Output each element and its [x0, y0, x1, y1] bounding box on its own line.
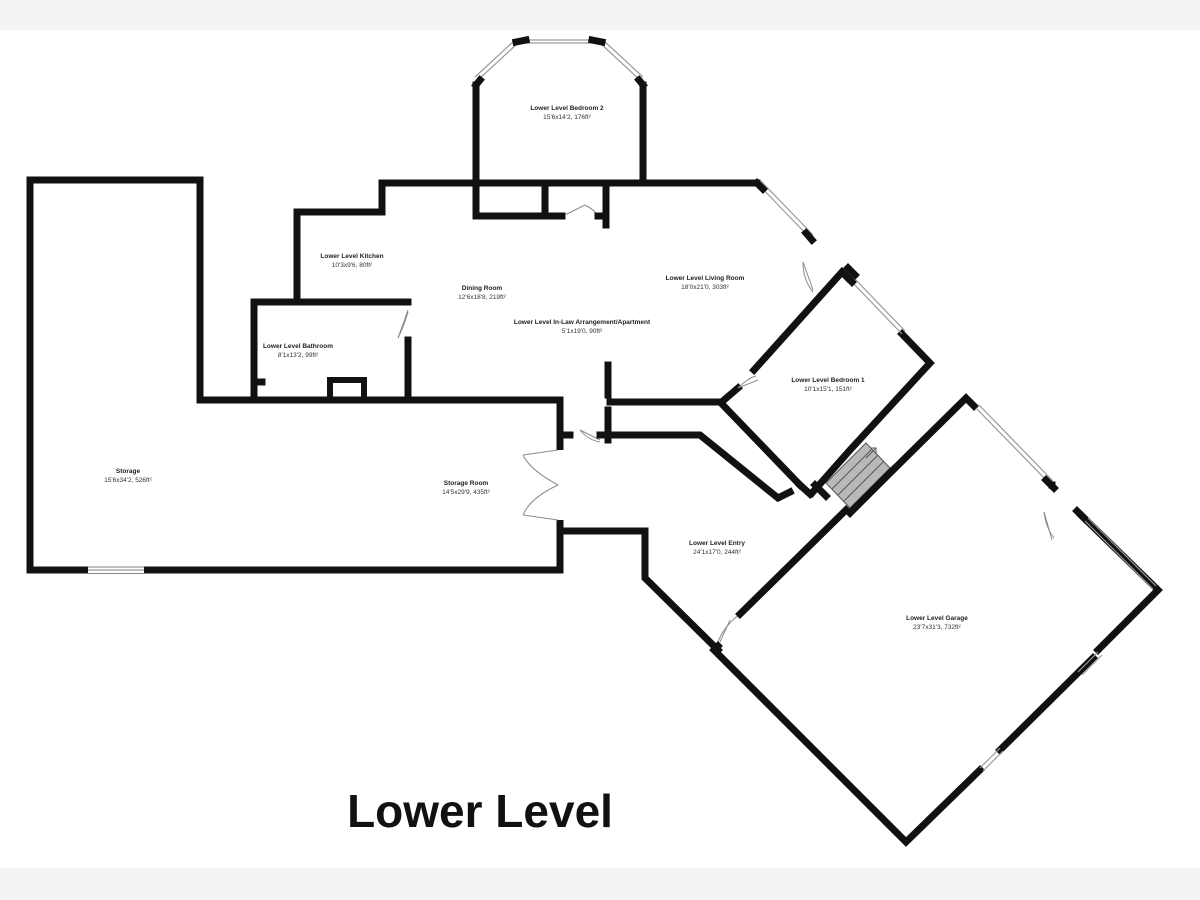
room-label-in-law: Lower Level In-Law Arrangement/Apartment… [514, 319, 651, 335]
room-label-bedroom-2: Lower Level Bedroom 2 15'6x14'2, 176ft² [530, 105, 604, 121]
storage-room-door [522, 449, 559, 456]
svg-text:Lower Level In-Law Arrangement: Lower Level In-Law Arrangement/Apartment [514, 319, 651, 326]
room-label-bathroom: Lower Level Bathroom 8'1x13'2, 99ft² [263, 343, 333, 359]
svg-text:8'1x13'2, 99ft²: 8'1x13'2, 99ft² [278, 352, 319, 359]
entry-door [719, 619, 731, 643]
svg-text:Storage Room: Storage Room [444, 480, 489, 487]
svg-text:Lower Level Living Room: Lower Level Living Room [666, 275, 745, 282]
wall-bedroom-2 [472, 81, 647, 187]
bedroom-2-door [564, 204, 586, 216]
garage-window-right [1087, 517, 1157, 587]
garage-window-bottom [979, 747, 1001, 769]
room-label-dining: Dining Room 12'6x18'8, 219ft² [458, 285, 506, 301]
garage-side-door [1043, 511, 1053, 541]
bedroom-2-window-left [477, 42, 519, 81]
room-label-living: Lower Level Living Room 18'0x21'0, 303ft… [666, 275, 745, 291]
living-room-window [756, 182, 811, 239]
svg-text:5'1x19'0, 90ft²: 5'1x19'0, 90ft² [562, 328, 603, 335]
wall-bedroom2-closet [472, 179, 549, 220]
bedroom-1-window [849, 279, 903, 335]
svg-text:Dining Room: Dining Room [462, 285, 503, 292]
svg-text:18'0x21'0, 303ft²: 18'0x21'0, 303ft² [681, 284, 729, 291]
wall-hallway-lower [596, 431, 795, 503]
svg-text:24'1x17'0, 244ft²: 24'1x17'0, 244ft² [693, 549, 741, 556]
svg-text:10'3x9'6, 80ft²: 10'3x9'6, 80ft² [332, 262, 373, 269]
room-label-kitchen: Lower Level Kitchen 10'3x9'6, 80ft² [320, 253, 383, 269]
staircase [825, 442, 891, 509]
floor-plan-drawing: Lower Level Bedroom 2 15'6x14'2, 176ft² … [26, 35, 1163, 847]
level-title: Lower Level [347, 785, 613, 837]
room-label-storage: Storage 15'6x34'2, 526ft² [104, 468, 152, 484]
room-label-entry: Lower Level Entry 24'1x17'0, 244ft² [689, 540, 745, 556]
wall-bathroom [250, 298, 412, 404]
svg-text:Lower Level Entry: Lower Level Entry [689, 540, 745, 547]
svg-text:14'5x29'9, 435ft²: 14'5x29'9, 435ft² [442, 489, 490, 496]
bathroom-fixture [327, 377, 367, 403]
svg-text:23'7x31'3, 732ft²: 23'7x31'3, 732ft² [913, 624, 961, 631]
svg-text:Lower Level Bedroom 1: Lower Level Bedroom 1 [791, 377, 865, 384]
svg-text:15'6x14'2, 176ft²: 15'6x14'2, 176ft² [543, 114, 591, 121]
svg-text:10'1x15'1, 151ft²: 10'1x15'1, 151ft² [804, 386, 852, 393]
svg-text:Lower Level Bathroom: Lower Level Bathroom [263, 343, 333, 350]
svg-text:15'6x34'2, 526ft²: 15'6x34'2, 526ft² [104, 477, 152, 484]
room-label-garage: Lower Level Garage 23'7x31'3, 732ft² [906, 615, 968, 631]
garage-window-top [975, 407, 1051, 485]
room-label-bedroom-1: Lower Level Bedroom 1 10'1x15'1, 151ft² [791, 377, 865, 393]
room-label-storage-room: Storage Room 14'5x29'9, 435ft² [442, 480, 490, 496]
svg-text:Storage: Storage [116, 468, 141, 475]
wall-kitchen [293, 179, 604, 306]
floor-plan-sheet: Lower Level Bedroom 2 15'6x14'2, 176ft² … [0, 30, 1200, 868]
svg-text:Lower Level Bedroom 2: Lower Level Bedroom 2 [530, 105, 604, 112]
bedroom-2-window-right [599, 42, 641, 81]
svg-text:Lower Level Kitchen: Lower Level Kitchen [320, 253, 383, 260]
svg-text:Lower Level Garage: Lower Level Garage [906, 615, 968, 622]
garage-window-lower [1077, 651, 1099, 673]
wall-hallway-upper [606, 398, 805, 490]
bedroom-1-door [737, 379, 759, 389]
svg-text:12'6x18'8, 219ft²: 12'6x18'8, 219ft² [458, 294, 506, 301]
bathroom-door [397, 309, 409, 339]
living-room-door [802, 261, 814, 291]
wall-entry [562, 527, 723, 655]
wall-living-upper [602, 179, 761, 229]
